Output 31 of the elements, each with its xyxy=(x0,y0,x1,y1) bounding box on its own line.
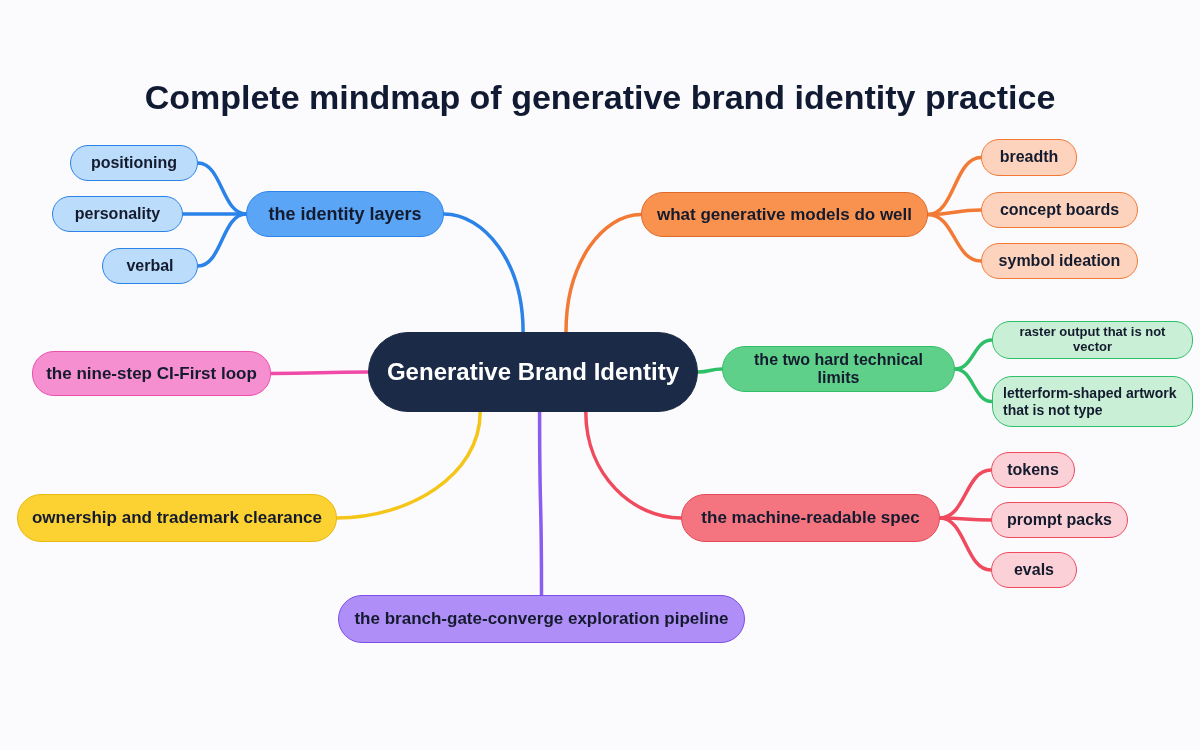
topic-box: the nine-step CI-First loop xyxy=(32,351,271,396)
branch-line xyxy=(696,367,724,374)
branch-line xyxy=(953,367,994,404)
topic-box: letterform-shaped artwork that is not type xyxy=(992,376,1193,427)
branch-line xyxy=(442,212,525,334)
central-topic: Generative Brand Identity xyxy=(368,332,698,412)
topic-box: evals xyxy=(991,552,1077,588)
topic-box: breadth xyxy=(981,139,1077,176)
topic-box: prompt packs xyxy=(991,502,1128,538)
topic-box: the branch-gate-converge exploration pipeline xyxy=(338,595,745,643)
branch-line xyxy=(564,212,643,334)
branch-line xyxy=(926,212,983,263)
topic-box: concept boards xyxy=(981,192,1138,228)
topic-box: the identity layers xyxy=(246,191,444,237)
branch-line xyxy=(584,410,683,520)
topic-box: positioning xyxy=(70,145,198,181)
branch-line xyxy=(196,212,248,268)
topic-box: verbal xyxy=(102,248,198,284)
topic-box: raster output that is not vector xyxy=(992,321,1193,359)
topic-box: ownership and trademark clearance xyxy=(17,494,337,542)
topic-box: what generative models do well xyxy=(641,192,928,237)
branch-line xyxy=(269,370,370,376)
branch-line xyxy=(537,410,544,597)
topic-box: the two hard technical limits xyxy=(722,346,955,392)
branch-line xyxy=(335,410,482,520)
branch-line xyxy=(938,516,993,572)
topic-box: the machine-readable spec xyxy=(681,494,940,542)
topic-box: symbol ideation xyxy=(981,243,1138,279)
topic-box: tokens xyxy=(991,452,1075,488)
topic-box: personality xyxy=(52,196,183,232)
diagram-title: Complete mindmap of generative brand identity practice xyxy=(143,78,1057,117)
